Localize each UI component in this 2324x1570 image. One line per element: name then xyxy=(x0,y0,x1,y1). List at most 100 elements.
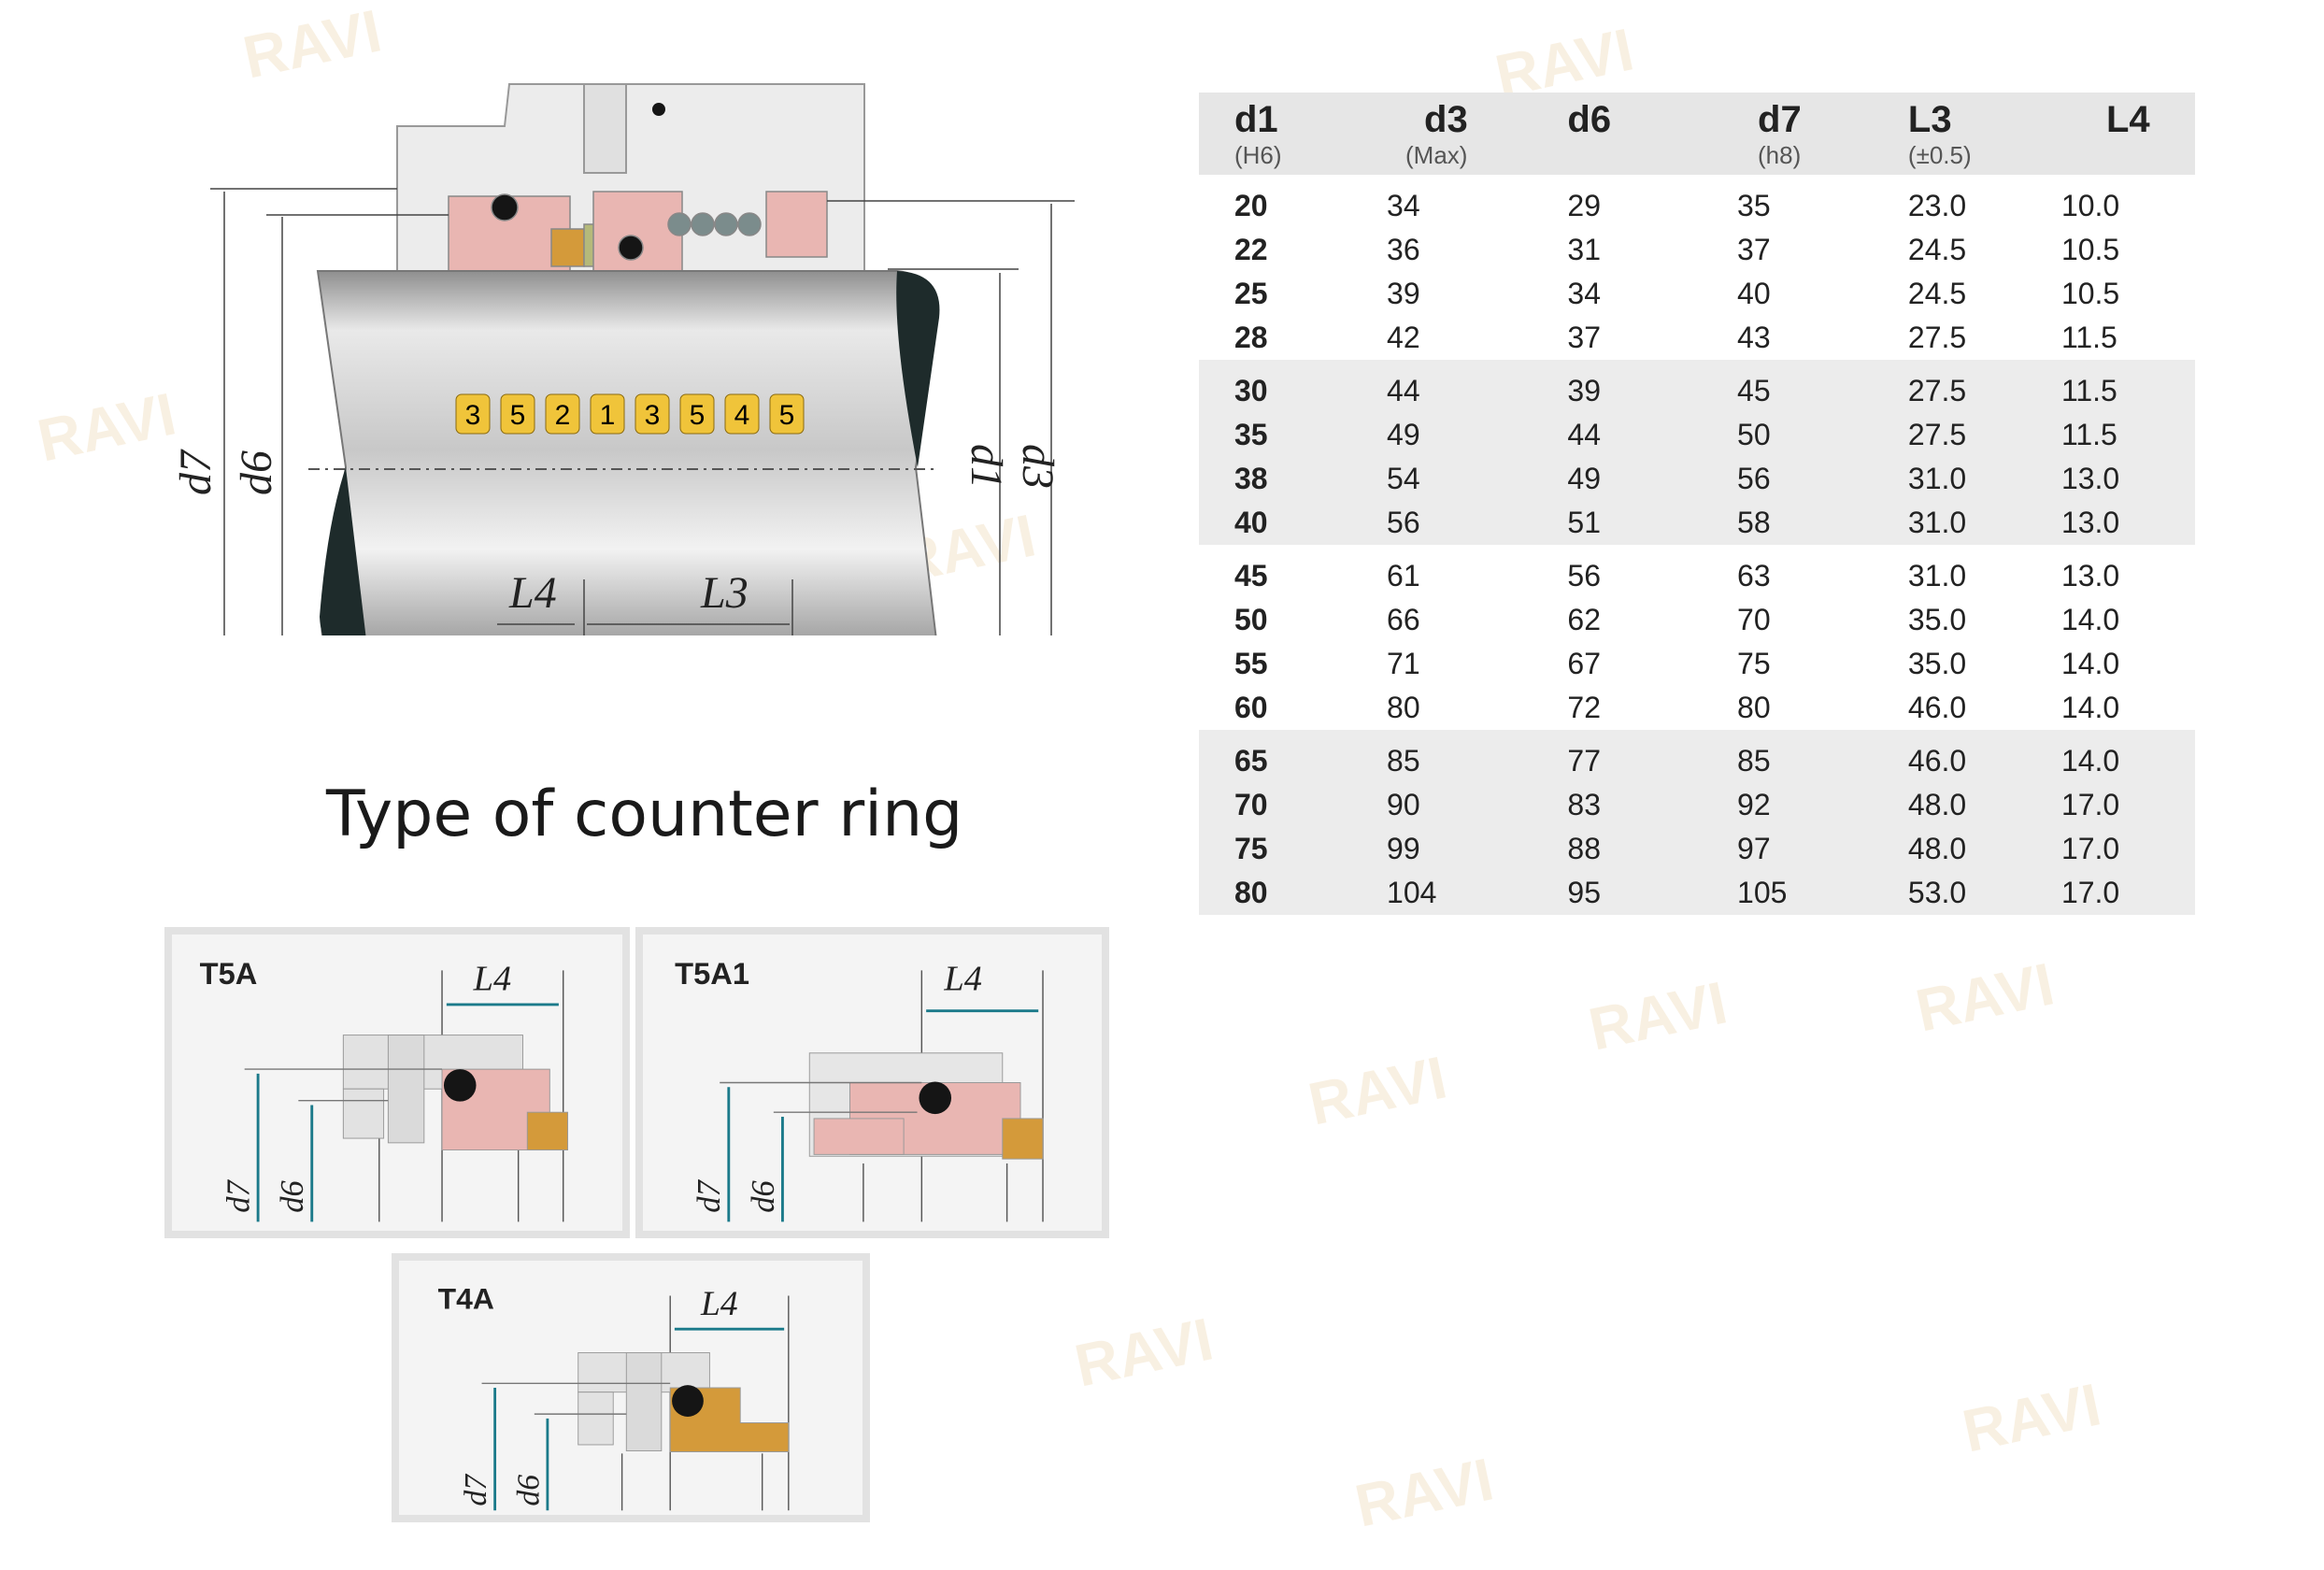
dimension-label-L4: L4 xyxy=(508,568,557,618)
dimension-label-d1: d1 xyxy=(962,444,1011,489)
table-cell: 49 xyxy=(1387,413,1568,457)
table-cell: 20 xyxy=(1234,189,1268,222)
table-cell: 75 xyxy=(1737,647,1771,680)
table-cell: 13.0 xyxy=(2060,457,2195,501)
part-badge: 5 xyxy=(690,400,706,431)
counter-ring-panel-t5a: T5A L4 d7 d6 xyxy=(164,927,630,1238)
table-row: 45 61 56 63 31.0 13.0 xyxy=(1199,545,2195,598)
table-cell: 83 xyxy=(1567,783,1738,827)
table-cell: 28 xyxy=(1234,321,1268,354)
table-cell: 60 xyxy=(1234,691,1268,724)
table-cell: 45 xyxy=(1737,360,1908,413)
table-cell: 97 xyxy=(1737,827,1908,871)
shaft-end-right xyxy=(896,271,940,467)
table-cell: 10.0 xyxy=(2060,189,2120,222)
table-cell: 40 xyxy=(1737,277,1771,310)
table-cell: 53.0 xyxy=(1907,871,2061,915)
part-badge: 4 xyxy=(734,400,750,431)
table-cell: 104 xyxy=(1387,871,1568,915)
table-cell: 29 xyxy=(1567,189,1601,222)
table-cell: 46.0 xyxy=(1907,730,2061,783)
panel-title: T5A xyxy=(200,956,258,991)
table-cell: 27.5 xyxy=(1907,321,1967,354)
d7-label: d7 xyxy=(459,1473,493,1506)
watermark: RAVI xyxy=(1957,1370,2107,1465)
table-cell: 27.5 xyxy=(1907,413,2061,457)
panel-title: T5A1 xyxy=(675,956,749,991)
table-cell: 56 xyxy=(1567,559,1601,592)
header-d1: d1(H6) xyxy=(1199,93,1388,175)
part-number-badges: 3 5 2 1 3 5 4 5 xyxy=(455,393,805,435)
watermark: RAVI xyxy=(1583,968,1733,1063)
table-cell: 35.0 xyxy=(1907,603,1967,636)
shaft xyxy=(316,270,937,635)
watermark: RAVI xyxy=(1303,1043,1453,1138)
table-cell: 71 xyxy=(1387,647,1420,680)
table-cell: 17.0 xyxy=(2060,871,2195,915)
table-cell: 48.0 xyxy=(1907,783,2061,827)
table-cell: 80 xyxy=(1199,871,1388,915)
table-cell: 24.5 xyxy=(1907,233,1967,266)
table-cell: 31.0 xyxy=(1907,559,1967,592)
table-cell: 49 xyxy=(1567,457,1738,501)
dimension-label-L3: L3 xyxy=(700,568,749,618)
table-cell: 43 xyxy=(1737,321,1771,354)
table-cell: 46.0 xyxy=(1907,691,1967,724)
watermark: RAVI xyxy=(1910,949,2060,1045)
table-cell: 62 xyxy=(1567,603,1601,636)
table-cell: 40 xyxy=(1199,501,1388,545)
table-cell: 67 xyxy=(1567,647,1601,680)
table-cell: 48.0 xyxy=(1907,827,2061,871)
table-cell: 63 xyxy=(1737,559,1771,592)
dimension-table: d1(H6) d3(Max) d6 d7(h8) L3(±0.5) L4 20 3… xyxy=(1199,93,2195,915)
table-cell: 35 xyxy=(1737,189,1771,222)
table-cell: 27.5 xyxy=(1907,360,2061,413)
part-badge: 3 xyxy=(465,400,481,431)
seal-cross-section-diagram: 3 5 2 1 3 5 4 5 d7 d6 d1 d3 L4 L3 xyxy=(171,83,1075,635)
table-cell: 50 xyxy=(1234,603,1268,636)
table-cell: 36 xyxy=(1387,233,1420,266)
part-badge: 1 xyxy=(600,400,616,431)
table-cell: 39 xyxy=(1387,277,1420,310)
table-cell: 14.0 xyxy=(2060,691,2120,724)
l4-label: L4 xyxy=(943,960,982,999)
table-cell: 17.0 xyxy=(2060,783,2195,827)
table-cell: 80 xyxy=(1387,691,1420,724)
table-cell: 34 xyxy=(1387,189,1420,222)
table-header-row: d1(H6) d3(Max) d6 d7(h8) L3(±0.5) L4 xyxy=(1199,93,2195,175)
watermark: RAVI xyxy=(1349,1445,1500,1540)
part-badge: 3 xyxy=(645,400,661,431)
table-cell: 10.5 xyxy=(2060,233,2120,266)
table-cell: 58 xyxy=(1737,501,1908,545)
table-cell: 99 xyxy=(1387,827,1568,871)
table-cell: 56 xyxy=(1387,501,1568,545)
table-cell: 35 xyxy=(1199,413,1388,457)
table-cell: 14.0 xyxy=(2060,730,2195,783)
shaft-end-left xyxy=(320,467,366,635)
header-d7: d7(h8) xyxy=(1737,93,1908,175)
seal-parts-top xyxy=(448,191,828,272)
d6-label: d6 xyxy=(512,1475,547,1506)
table-cell: 85 xyxy=(1737,730,1908,783)
table-cell: 37 xyxy=(1737,233,1771,266)
d6-label: d6 xyxy=(275,1179,310,1212)
part-badge: 5 xyxy=(779,400,795,431)
d7-label: d7 xyxy=(221,1178,257,1212)
table-cell: 13.0 xyxy=(2060,559,2120,592)
table-cell: 50 xyxy=(1737,413,1908,457)
table-cell: 11.5 xyxy=(2060,321,2117,354)
table-cell: 45 xyxy=(1234,559,1268,592)
d7-label: d7 xyxy=(691,1178,727,1212)
table-cell: 80 xyxy=(1737,691,1771,724)
table-cell: 61 xyxy=(1387,559,1420,592)
